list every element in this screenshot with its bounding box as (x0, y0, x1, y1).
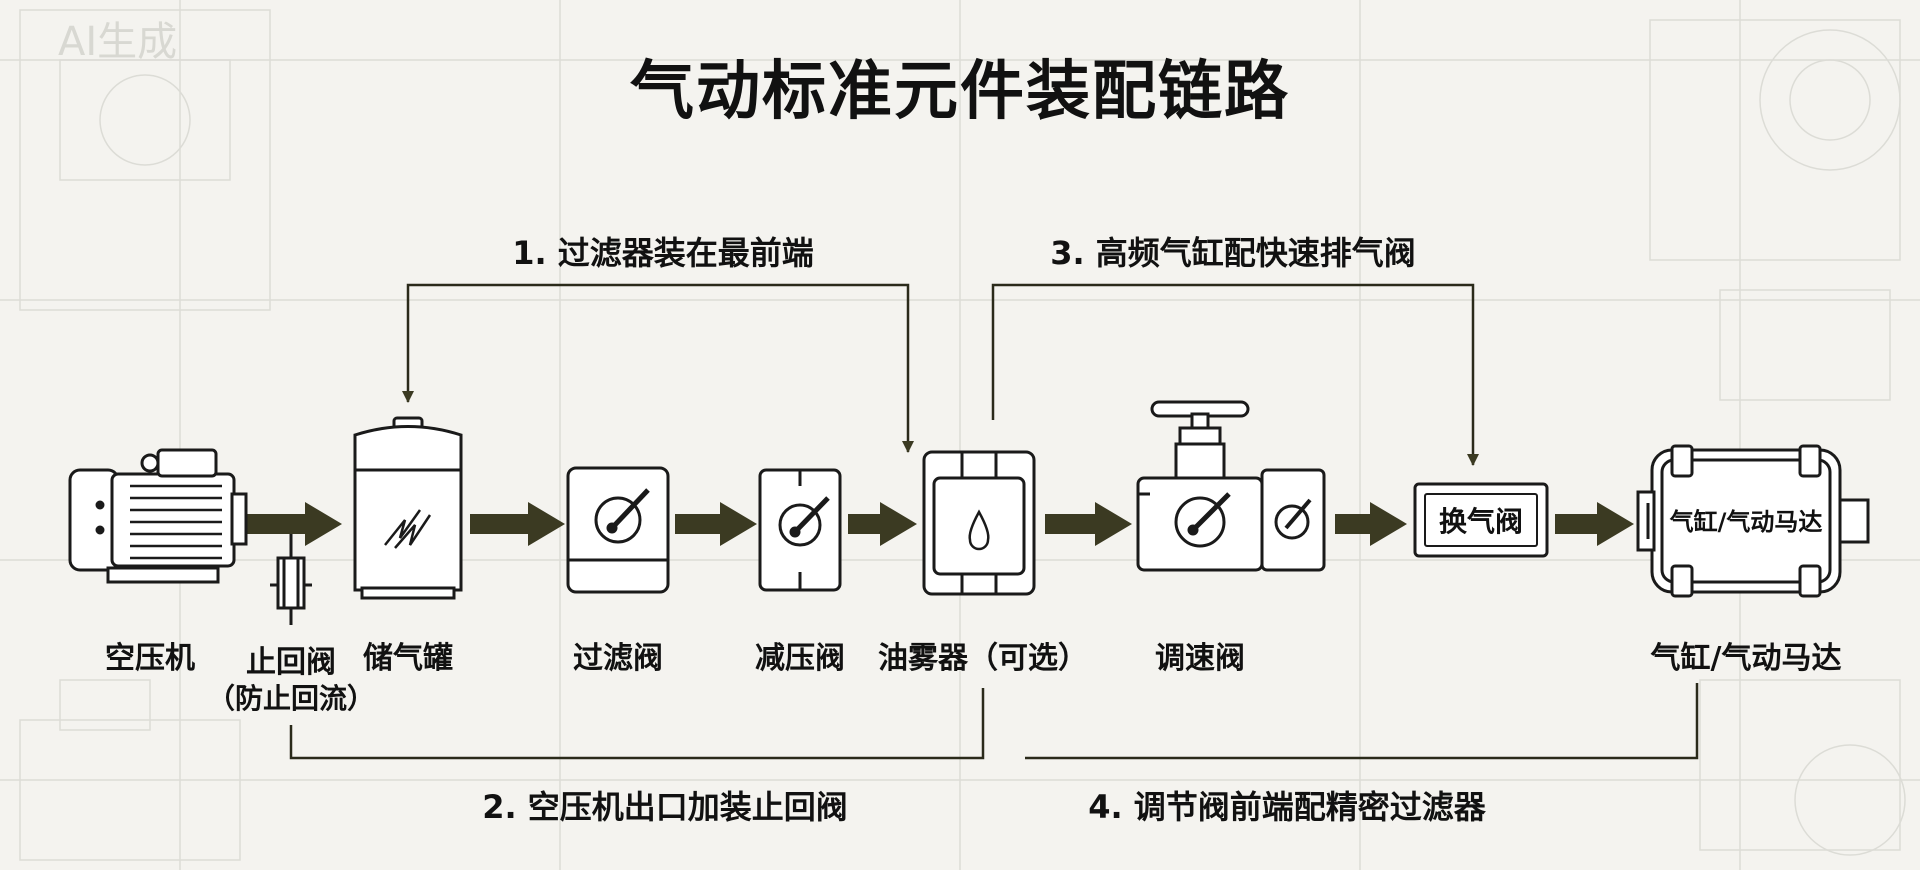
cylinder-icon (1636, 444, 1870, 598)
cylinder-inner-label: 气缸/气动马达 (1669, 508, 1823, 536)
flow-arrow-compressor-tank (245, 502, 342, 546)
speed-valve-icon (1136, 400, 1326, 572)
flow-arrow-filter-reducer (675, 502, 757, 546)
compressor-icon (68, 448, 248, 584)
note-3: 3. 高频气缸配快速排气阀 (1050, 234, 1416, 272)
page-title: 气动标准元件装配链路 (630, 55, 1290, 129)
flow-arrow-lubricator-speed (1045, 502, 1132, 546)
flow-arrow-reversing-cylinder (1555, 502, 1634, 546)
note-2: 2. 空压机出口加装止回阀 (482, 788, 848, 826)
label-cylinder: 气缸/气动马达 (1650, 641, 1842, 676)
note1-connector (406, 283, 914, 453)
label-speed-valve: 调速阀 (1155, 641, 1245, 676)
reversing-valve-icon: 换气阀 (1413, 482, 1549, 558)
tank-icon (353, 416, 463, 600)
flow-arrow-speed-reversing (1335, 502, 1407, 546)
note-1: 1. 过滤器装在最前端 (512, 234, 814, 272)
reversing-valve-label: 换气阀 (1439, 505, 1523, 538)
note-4: 4. 调节阀前端配精密过滤器 (1088, 788, 1486, 826)
note3-connector (991, 283, 1479, 466)
check-valve-icon (270, 534, 312, 625)
note4-connector (1025, 683, 1699, 760)
note2-connector (289, 688, 985, 760)
note-connectors (289, 283, 1699, 760)
label-check-valve-note: （防止回流） (206, 682, 376, 715)
flow-arrow-tank-filter (470, 502, 565, 546)
lubricator-icon (922, 450, 1036, 596)
flow-arrow-reducer-lubricator (848, 502, 917, 546)
label-lubricator: 油雾器（可选） (878, 641, 1088, 676)
label-reducing-valve: 减压阀 (755, 641, 845, 676)
filter-valve-icon (566, 466, 670, 594)
label-tank: 储气罐 (363, 641, 453, 676)
reducing-valve-icon (758, 468, 842, 592)
label-compressor: 空压机 (105, 641, 195, 676)
flow-arrows (245, 502, 1634, 546)
label-filter-valve: 过滤阀 (573, 641, 663, 676)
watermark-text: AI生成 (58, 19, 177, 65)
label-check-valve: 止回阀 (246, 645, 336, 680)
